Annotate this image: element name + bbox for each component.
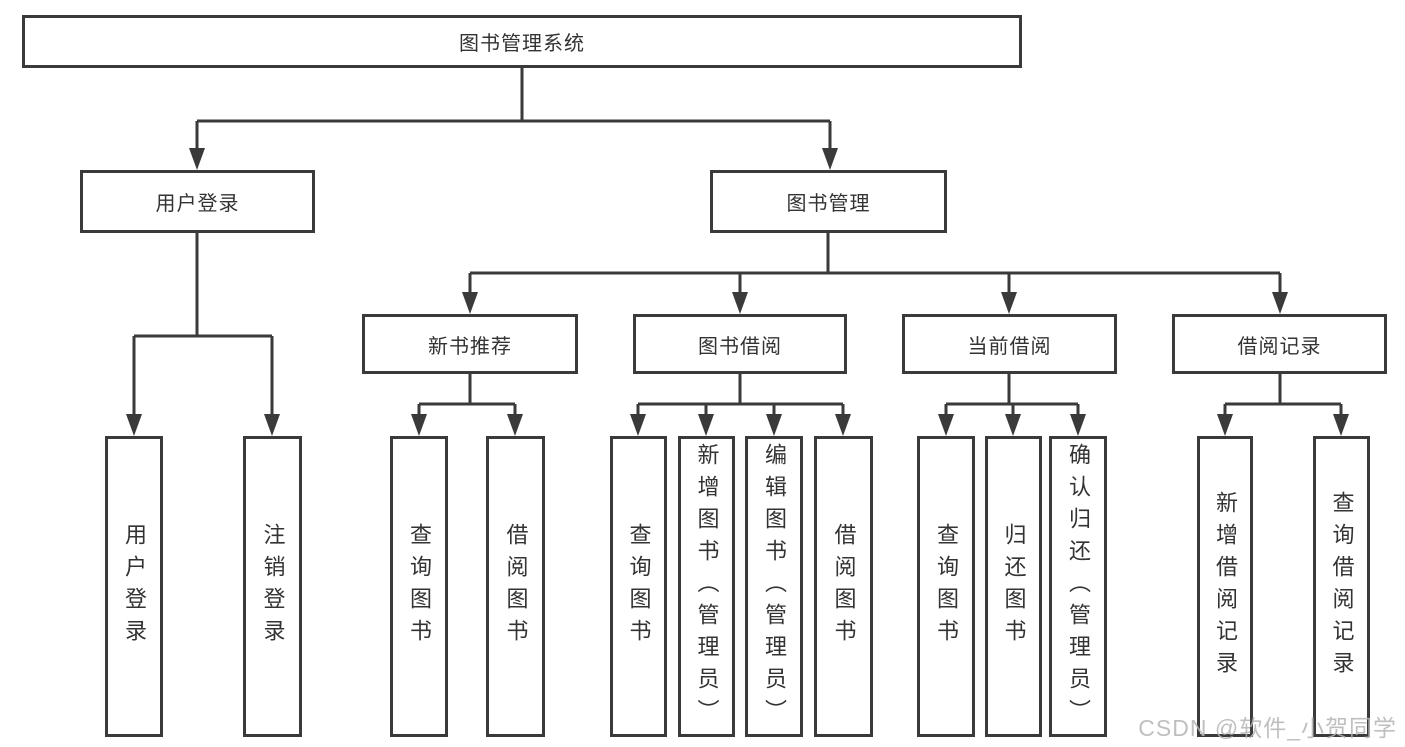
tree-edges xyxy=(132,68,1343,418)
node-user-login-label: 用户登录 xyxy=(155,193,240,215)
node-user-login: 用户登录 xyxy=(80,170,315,233)
node-new-book-recommend-label: 新书推荐 xyxy=(428,335,512,358)
node-book-management: 图书管理 xyxy=(710,170,947,233)
leaf-query-books-borrowing: 查询图书 xyxy=(610,436,667,737)
leaf-borrow-books-borrowing-label: 借阅图书 xyxy=(831,522,857,651)
node-root-label: 图书管理系统 xyxy=(459,33,585,55)
leaf-confirm-return-admin: 确认归还（管理员） xyxy=(1049,436,1107,737)
leaf-logout-label: 注销登录 xyxy=(260,522,286,651)
leaf-query-books-recommend-label: 查询图书 xyxy=(407,522,432,651)
node-current-borrowing-label: 当前借阅 xyxy=(967,335,1052,358)
leaf-add-borrow-record: 新增借阅记录 xyxy=(1197,436,1253,737)
node-current-borrowing: 当前借阅 xyxy=(902,314,1117,374)
leaf-add-book-admin: 新增图书（管理员） xyxy=(678,436,735,737)
leaf-query-books-recommend: 查询图书 xyxy=(390,436,448,737)
leaf-query-books-current: 查询图书 xyxy=(917,436,975,737)
node-book-management-label: 图书管理 xyxy=(786,193,871,215)
leaf-user-login: 用户登录 xyxy=(105,436,163,737)
node-borrowing-records-label: 借阅记录 xyxy=(1237,335,1322,358)
leaf-query-books-borrowing-label: 查询图书 xyxy=(626,522,652,651)
arrowheads xyxy=(126,148,1349,436)
node-borrowing-records: 借阅记录 xyxy=(1172,314,1387,374)
leaf-logout: 注销登录 xyxy=(243,436,302,737)
leaf-query-borrow-record-label: 查询借阅记录 xyxy=(1329,490,1355,683)
leaf-borrow-books-borrowing: 借阅图书 xyxy=(814,436,873,737)
csdn-watermark: CSDN @软件_小贺同学 xyxy=(1138,715,1397,741)
leaf-return-book-label: 归还图书 xyxy=(1001,522,1027,651)
leaf-borrow-books-recommend: 借阅图书 xyxy=(486,436,545,737)
node-book-borrowing-label: 图书借阅 xyxy=(698,335,782,358)
node-book-borrowing: 图书借阅 xyxy=(633,314,847,374)
node-new-book-recommend: 新书推荐 xyxy=(362,314,578,374)
leaf-add-borrow-record-label: 新增借阅记录 xyxy=(1213,490,1238,683)
node-root: 图书管理系统 xyxy=(22,15,1022,68)
leaf-return-book: 归还图书 xyxy=(985,436,1042,737)
leaf-confirm-return-admin-label: 确认归还（管理员） xyxy=(1066,442,1091,731)
leaf-edit-book-admin: 编辑图书（管理员） xyxy=(745,436,803,737)
leaf-edit-book-admin-label: 编辑图书（管理员） xyxy=(762,442,787,731)
leaf-borrow-books-recommend-label: 借阅图书 xyxy=(503,522,529,651)
leaf-query-books-current-label: 查询图书 xyxy=(934,522,959,651)
leaf-user-login-label: 用户登录 xyxy=(122,522,147,651)
leaf-add-book-admin-label: 新增图书（管理员） xyxy=(694,442,720,731)
leaf-query-borrow-record: 查询借阅记录 xyxy=(1313,436,1370,737)
